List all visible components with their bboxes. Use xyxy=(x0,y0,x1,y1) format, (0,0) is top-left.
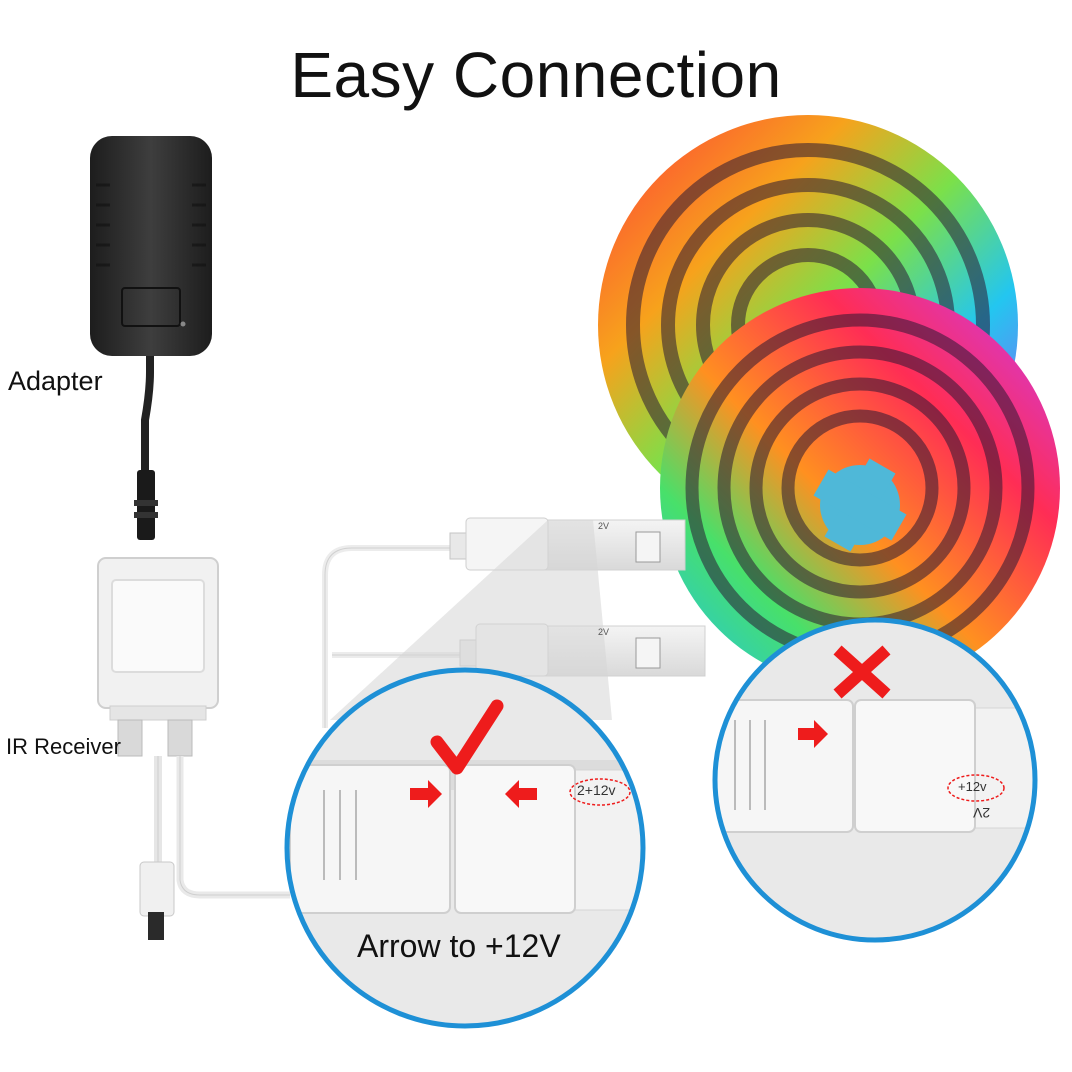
wrong-connection-magnifier xyxy=(712,617,1038,943)
wrong-voltage-marking-flipped: 2V xyxy=(973,805,991,821)
page-title: Easy Connection xyxy=(290,39,782,111)
check-mark-icon xyxy=(430,699,504,775)
power-adapter xyxy=(90,136,212,356)
adapter-cable xyxy=(141,356,154,470)
x-mark-icon xyxy=(833,645,891,699)
arrow-instruction-label: Arrow to +12V xyxy=(357,928,561,964)
adapter-label: Adapter xyxy=(8,366,103,396)
wrong-voltage-marking: +12v xyxy=(958,779,987,794)
output-wire xyxy=(176,756,290,899)
correct-connection-magnifier xyxy=(284,667,646,1029)
ir-receiver-label: IR Receiver xyxy=(6,734,121,759)
ir-receiver-plug xyxy=(139,861,175,917)
strip-lower-marking: 2V xyxy=(598,627,610,637)
arrow-right-icon xyxy=(410,780,442,808)
arrow-right-icon xyxy=(798,720,828,748)
arrow-left-icon xyxy=(505,780,537,808)
zoom-projection xyxy=(330,520,612,720)
ir-receiver-controller xyxy=(97,557,219,757)
strip-upper-marking: 2V xyxy=(598,521,610,531)
correct-voltage-marking: 2+12v xyxy=(577,782,616,798)
